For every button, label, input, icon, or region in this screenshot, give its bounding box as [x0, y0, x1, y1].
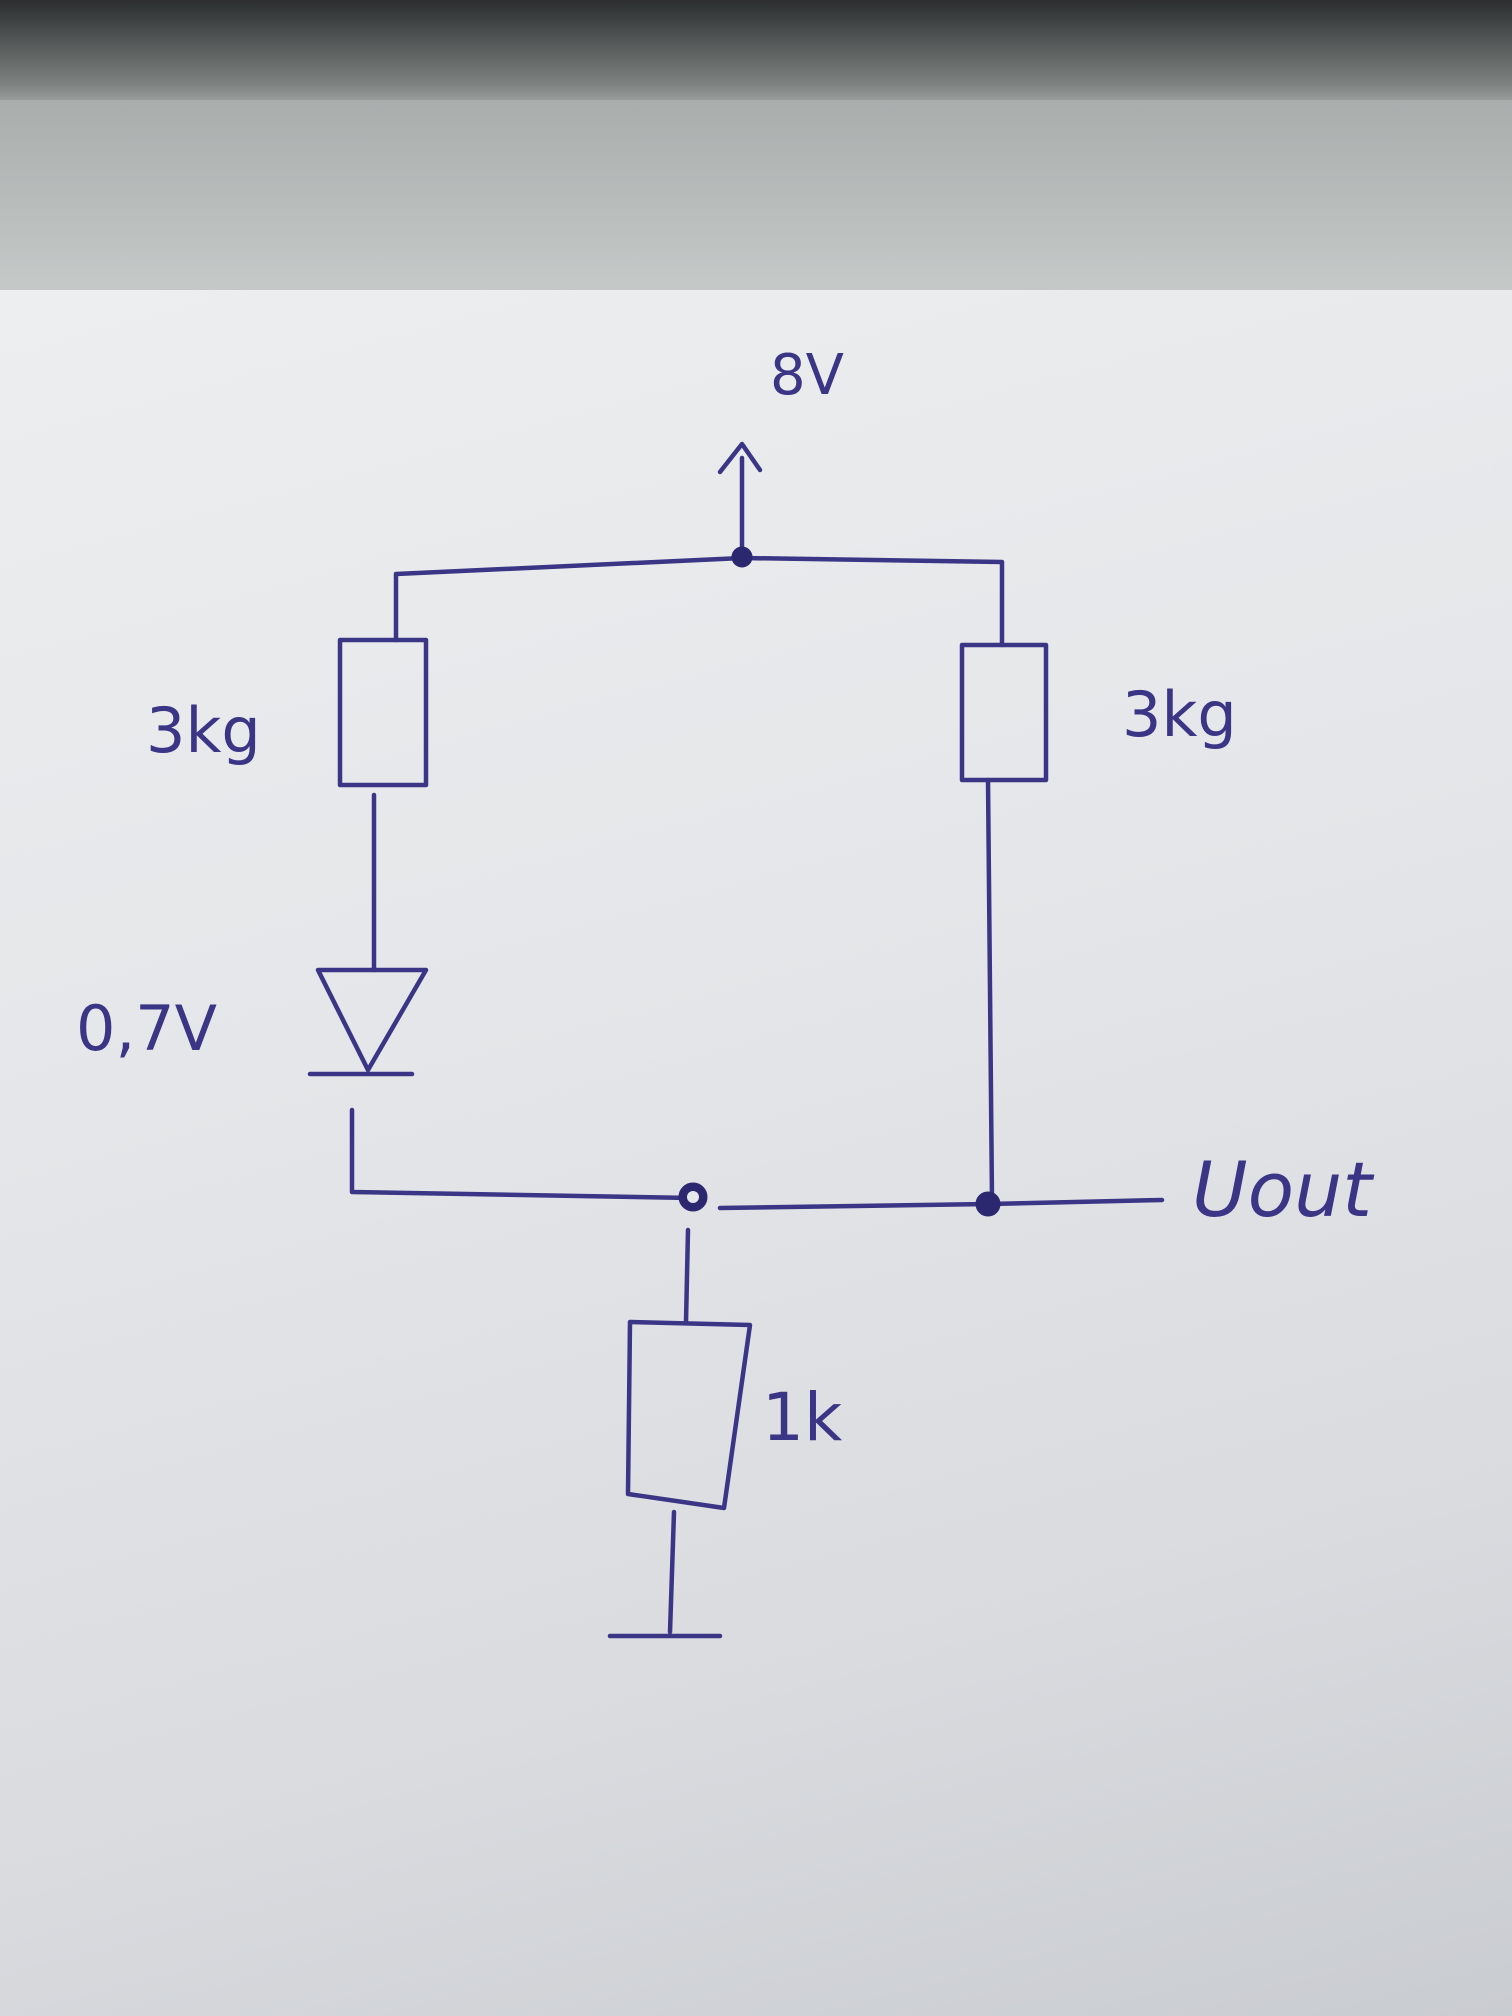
junction-node-center-ring [687, 1191, 699, 1203]
resistor-right [959, 642, 1049, 783]
label-supply: 8V [770, 343, 844, 408]
label-resistor-bottom: 1k [762, 1379, 843, 1456]
diode-symbol [307, 967, 429, 1077]
label-resistor-left: 3kg [146, 694, 261, 767]
paper-sheet [0, 290, 1512, 2016]
junction-node-output [975, 1191, 1001, 1217]
ground-symbol [607, 1509, 723, 1639]
label-output: Uout [1192, 1145, 1375, 1234]
label-resistor-right: 3kg [1122, 678, 1237, 751]
supply-arrow [717, 441, 763, 558]
bottom-rail-wire [717, 1197, 1165, 1211]
right-wire-down [985, 777, 995, 1203]
resistor-bottom [625, 1319, 753, 1511]
resistor-left [337, 637, 429, 788]
supply-node [731, 546, 753, 568]
left-wire-to-bottom [349, 1107, 695, 1201]
label-diode: 0,7V [76, 992, 217, 1065]
desk-surface [0, 100, 1512, 320]
top-rail-wire [393, 555, 1005, 648]
center-wire-down [683, 1227, 691, 1325]
